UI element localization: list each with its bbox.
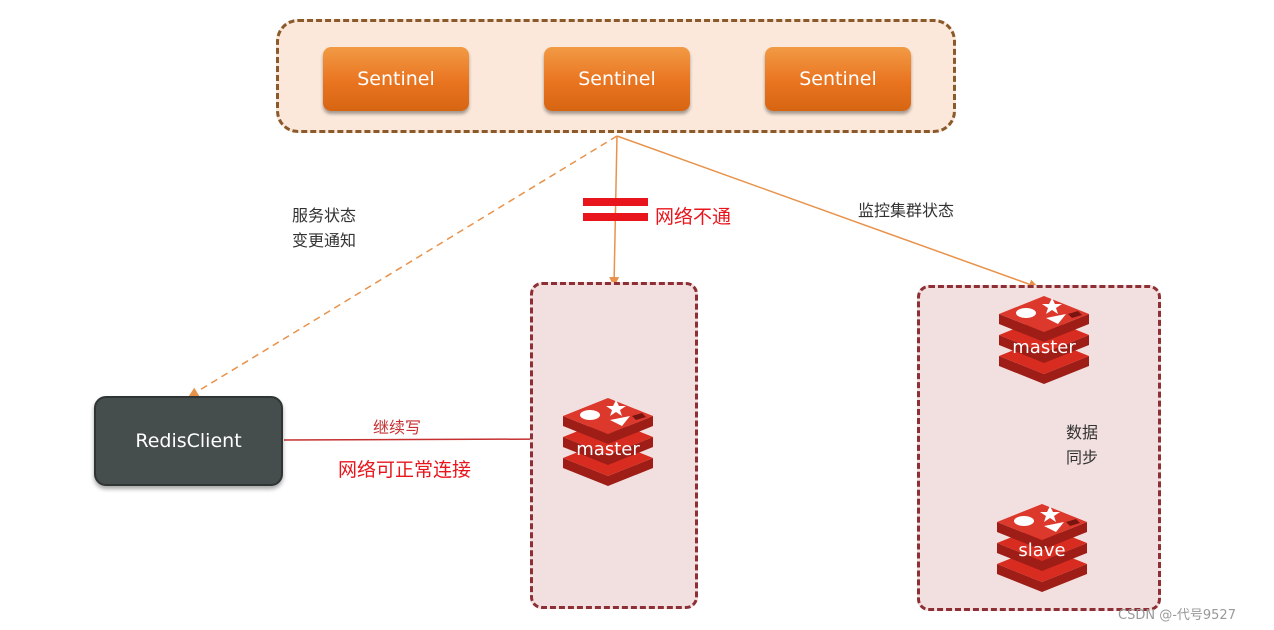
- sentinel-cluster: Sentinel Sentinel Sentinel: [276, 19, 956, 133]
- network-cut-icon-bar-bottom: [583, 213, 648, 221]
- network-ok-label: 网络可正常连接: [338, 459, 472, 481]
- monitor-label: 监控集群状态: [858, 201, 955, 220]
- client-label: RedisClient: [135, 430, 242, 452]
- monitor-arrow: [616, 135, 1039, 289]
- write-arrow: [283, 433, 562, 446]
- new-master-node[interactable]: master: [994, 294, 1094, 384]
- redis-client[interactable]: RedisClient: [94, 396, 283, 486]
- notify-label-line1: 服务状态: [292, 206, 357, 225]
- slave-node[interactable]: slave: [992, 502, 1092, 592]
- sync-label-line2: 同步: [1066, 448, 1099, 467]
- sync-label-line1: 数据: [1066, 423, 1099, 442]
- watermark: CSDN @-代号9527: [1118, 608, 1236, 623]
- redis-logo-icon: [997, 504, 1087, 592]
- network-cut-icon-bar-top: [583, 198, 648, 206]
- notify-label-line2: 变更通知: [292, 231, 357, 250]
- down-arrow: [609, 135, 620, 287]
- redis-logo-icon: [999, 296, 1089, 384]
- network-down-label: 网络不通: [655, 206, 732, 228]
- sentinel-node-3[interactable]: Sentinel: [765, 47, 911, 111]
- sentinel-node-2[interactable]: Sentinel: [544, 47, 690, 111]
- node-label: master: [576, 439, 640, 460]
- sentinel-label: Sentinel: [578, 68, 656, 90]
- sentinel-node-1[interactable]: Sentinel: [323, 47, 469, 111]
- continue-write-label: 继续写: [373, 418, 422, 437]
- node-label: slave: [1018, 540, 1066, 561]
- sentinel-label: Sentinel: [799, 68, 877, 90]
- node-label: master: [1012, 337, 1076, 358]
- redis-logo-icon: [563, 398, 653, 486]
- old-master-node[interactable]: master: [558, 396, 658, 486]
- sentinel-label: Sentinel: [357, 68, 435, 90]
